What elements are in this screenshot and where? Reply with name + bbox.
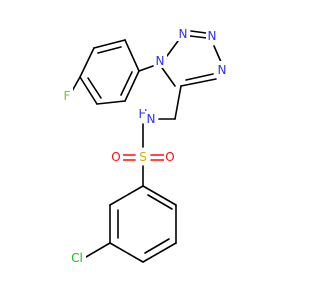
bond-c5-n1 [159,64,176,87]
bond-cp-4 [109,242,144,263]
sulfonyl-group [121,154,166,187]
bond-fp-4-double [87,77,102,99]
bond-c5-ch2 [174,85,182,120]
atom-oxygen-right: O [165,150,174,164]
bond-cp-3 [142,242,177,263]
bond-fp-3 [79,47,95,78]
bond-fp-2-double [97,46,122,54]
fluorophenyl-ring [70,39,154,105]
bond-fp-2 [93,39,126,49]
bond-n3-n4 [213,45,222,63]
bond-cp-3-double [144,238,170,254]
atom-n-tetrazole-top2: N [208,29,217,43]
bond-fp-4 [79,76,98,105]
atom-h-amine: H [138,107,147,121]
atom-n-tetrazole-top1: N [179,27,188,41]
atom-sulfur: S [139,150,147,164]
bond-fp-6-double [120,71,133,96]
bond-cp-1 [142,185,177,206]
bond-n4-c5 [180,78,217,87]
structure-svg: N N N N F H N S O O Cl [62,25,229,266]
atom-fluorine: F [64,89,71,103]
bond-n2-n3 [189,35,208,39]
linker [142,85,182,148]
atom-n-tetrazole-right: N [218,63,227,77]
tetrazole-ring [159,30,222,87]
bond-fp-6 [124,70,140,102]
bond-fp-5 [96,100,126,105]
bond-n4-c5-double [185,73,214,81]
atom-n-tetrazole-ring: N [156,54,165,68]
bond-n1-n2 [166,40,179,57]
chlorophenyl-ring [85,185,177,263]
bond-n2-n3-double [190,30,207,34]
bond-c-cl [85,242,111,258]
atom-chlorine: Cl [71,251,83,265]
bond-fp-1 [124,39,140,72]
atom-n-amine: N [147,112,156,126]
atom-labels: N N N N F H N S O O Cl [62,25,229,266]
bond-cp-1-double [147,194,173,210]
molecule-diagram: N N N N F H N S O O Cl [62,25,229,266]
bond-cp-6 [109,185,144,206]
atom-oxygen-left: O [111,150,120,164]
bond-n1-cipso [138,65,154,72]
